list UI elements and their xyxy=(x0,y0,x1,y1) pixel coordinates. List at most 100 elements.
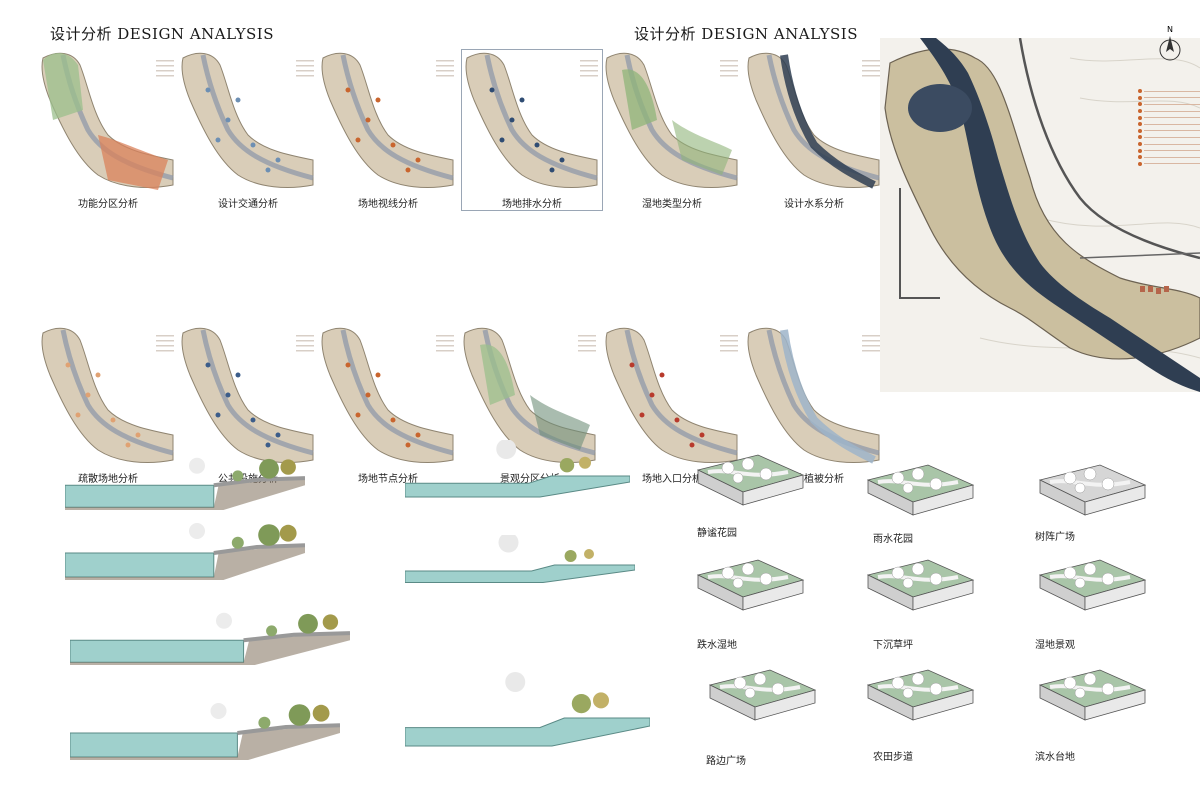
analysis-map-traffic: 设计交通分析 xyxy=(178,50,318,210)
analysis-map-svg xyxy=(747,327,880,464)
analysis-map-svg xyxy=(747,52,880,189)
legend-marker-icon xyxy=(1138,109,1142,114)
analysis-map-label: 疏散场地分析 xyxy=(78,474,138,485)
compass-icon: N xyxy=(1159,25,1181,61)
legend-row xyxy=(1138,154,1200,161)
legend-marker-icon xyxy=(1138,148,1142,153)
legend-text-line xyxy=(1144,123,1200,125)
analysis-map-landscape-zones: 景观分区分析 xyxy=(460,325,600,485)
legend-text-line xyxy=(1144,163,1200,165)
analysis-map-label: 设计交通分析 xyxy=(218,199,278,210)
analysis-map-svg xyxy=(321,52,454,189)
landscape-block-diagram xyxy=(858,665,1018,765)
analysis-map-label: 场地入口分析 xyxy=(642,474,702,485)
north-lake xyxy=(908,84,972,132)
legend-marker-icon xyxy=(1138,95,1142,100)
landscape-block-diagram xyxy=(858,460,1018,560)
north-label: N xyxy=(1167,25,1173,34)
legend-row xyxy=(1138,161,1200,168)
legend-marker-icon xyxy=(1138,142,1142,147)
analysis-map-label: 功能分区分析 xyxy=(78,199,138,210)
legend-marker-icon xyxy=(1138,155,1142,160)
block-label: 静谧花园 xyxy=(697,528,737,539)
analysis-map-drainage: 场地排水分析 xyxy=(461,49,603,211)
river-edge-section-diagram xyxy=(404,532,636,585)
landscape-block-diagram xyxy=(1030,555,1190,655)
building-cluster xyxy=(1140,286,1169,294)
legend-text-line xyxy=(1144,150,1200,152)
waterfront-section-diagram xyxy=(64,520,306,580)
road xyxy=(1079,252,1200,259)
block-label: 树阵广场 xyxy=(1035,532,1075,543)
landscape-block-diagram xyxy=(1030,460,1190,560)
legend-row xyxy=(1138,128,1200,135)
analysis-map-nodes: 场地节点分析 xyxy=(318,325,458,485)
legend-row xyxy=(1138,95,1200,102)
block-label: 雨水花园 xyxy=(873,534,913,545)
landscape-block-diagram xyxy=(700,665,860,765)
block-label: 路边广场 xyxy=(706,756,746,767)
analysis-map-svg xyxy=(181,327,314,464)
legend-marker-icon xyxy=(1138,161,1142,166)
analysis-map-sightline: 场地视线分析 xyxy=(318,50,458,210)
legend-marker-icon xyxy=(1138,128,1142,133)
legend-text-line xyxy=(1144,136,1200,138)
road xyxy=(1018,37,1200,260)
landscape-block-diagram xyxy=(1030,665,1190,765)
analysis-map-label: 场地植被分析 xyxy=(784,474,844,485)
analysis-map-label: 场地排水分析 xyxy=(502,199,562,210)
analysis-map-svg xyxy=(41,52,174,190)
legend-marker-icon xyxy=(1138,135,1142,140)
river xyxy=(920,38,1200,392)
block-label: 下沉草坪 xyxy=(873,640,913,651)
left-heading: 设计分析 DESIGN ANALYSIS xyxy=(50,25,274,43)
waterfront-section-diagram xyxy=(69,610,351,665)
legend-text-line xyxy=(1144,130,1200,132)
analysis-map-water-system: 设计水系分析 xyxy=(744,50,884,210)
waterfront-section-diagram xyxy=(64,455,306,510)
analysis-map-vegetation: 场地植被分析 xyxy=(744,325,884,485)
legend-row xyxy=(1138,101,1200,108)
analysis-map-svg xyxy=(321,327,454,464)
legend-marker-icon xyxy=(1138,102,1142,107)
analysis-map-svg xyxy=(41,327,174,464)
legend-text-line xyxy=(1144,110,1200,112)
river-edge-section-diagram xyxy=(404,670,651,750)
waterfront-section-diagram xyxy=(69,700,341,760)
right-heading: 设计分析 DESIGN ANALYSIS xyxy=(634,25,858,43)
analysis-map-svg xyxy=(605,327,738,464)
legend-row xyxy=(1138,134,1200,141)
legend-text-line xyxy=(1144,97,1200,99)
analysis-map-svg xyxy=(605,52,738,189)
analysis-map-svg xyxy=(463,327,596,464)
legend-row xyxy=(1138,108,1200,115)
legend-text-line xyxy=(1144,103,1200,105)
analysis-map-entrances: 场地入口分析 xyxy=(602,325,742,485)
legend-row xyxy=(1138,121,1200,128)
analysis-map-label: 景观分区分析 xyxy=(500,474,560,485)
landscape-block-diagram xyxy=(858,555,1018,655)
master-plan-legend xyxy=(1138,88,1200,167)
legend-row xyxy=(1138,147,1200,154)
legend-marker-icon xyxy=(1138,115,1142,120)
north-arrow: N xyxy=(1158,22,1182,66)
river-edge-section-diagram xyxy=(404,439,631,500)
legend-marker-icon xyxy=(1138,89,1142,94)
master-plan-svg xyxy=(880,37,1200,392)
legend-text-line xyxy=(1144,117,1200,119)
master-plan-map xyxy=(880,37,1200,392)
landscape-block-diagram xyxy=(688,555,848,655)
legend-row xyxy=(1138,88,1200,95)
contour-line xyxy=(1069,57,1200,69)
analysis-map-wetland-type: 湿地类型分析 xyxy=(602,50,742,210)
analysis-map-function-zones: 功能分区分析 xyxy=(38,50,178,210)
block-label: 跌水湿地 xyxy=(697,640,737,651)
legend-row xyxy=(1138,141,1200,148)
block-label: 农田步道 xyxy=(873,752,913,763)
block-label: 湿地景观 xyxy=(1035,640,1075,651)
site-land xyxy=(884,48,1200,360)
analysis-map-label: 设计水系分析 xyxy=(784,199,844,210)
legend-text-line xyxy=(1144,156,1200,158)
block-label: 滨水台地 xyxy=(1035,752,1075,763)
legend-marker-icon xyxy=(1138,122,1142,127)
